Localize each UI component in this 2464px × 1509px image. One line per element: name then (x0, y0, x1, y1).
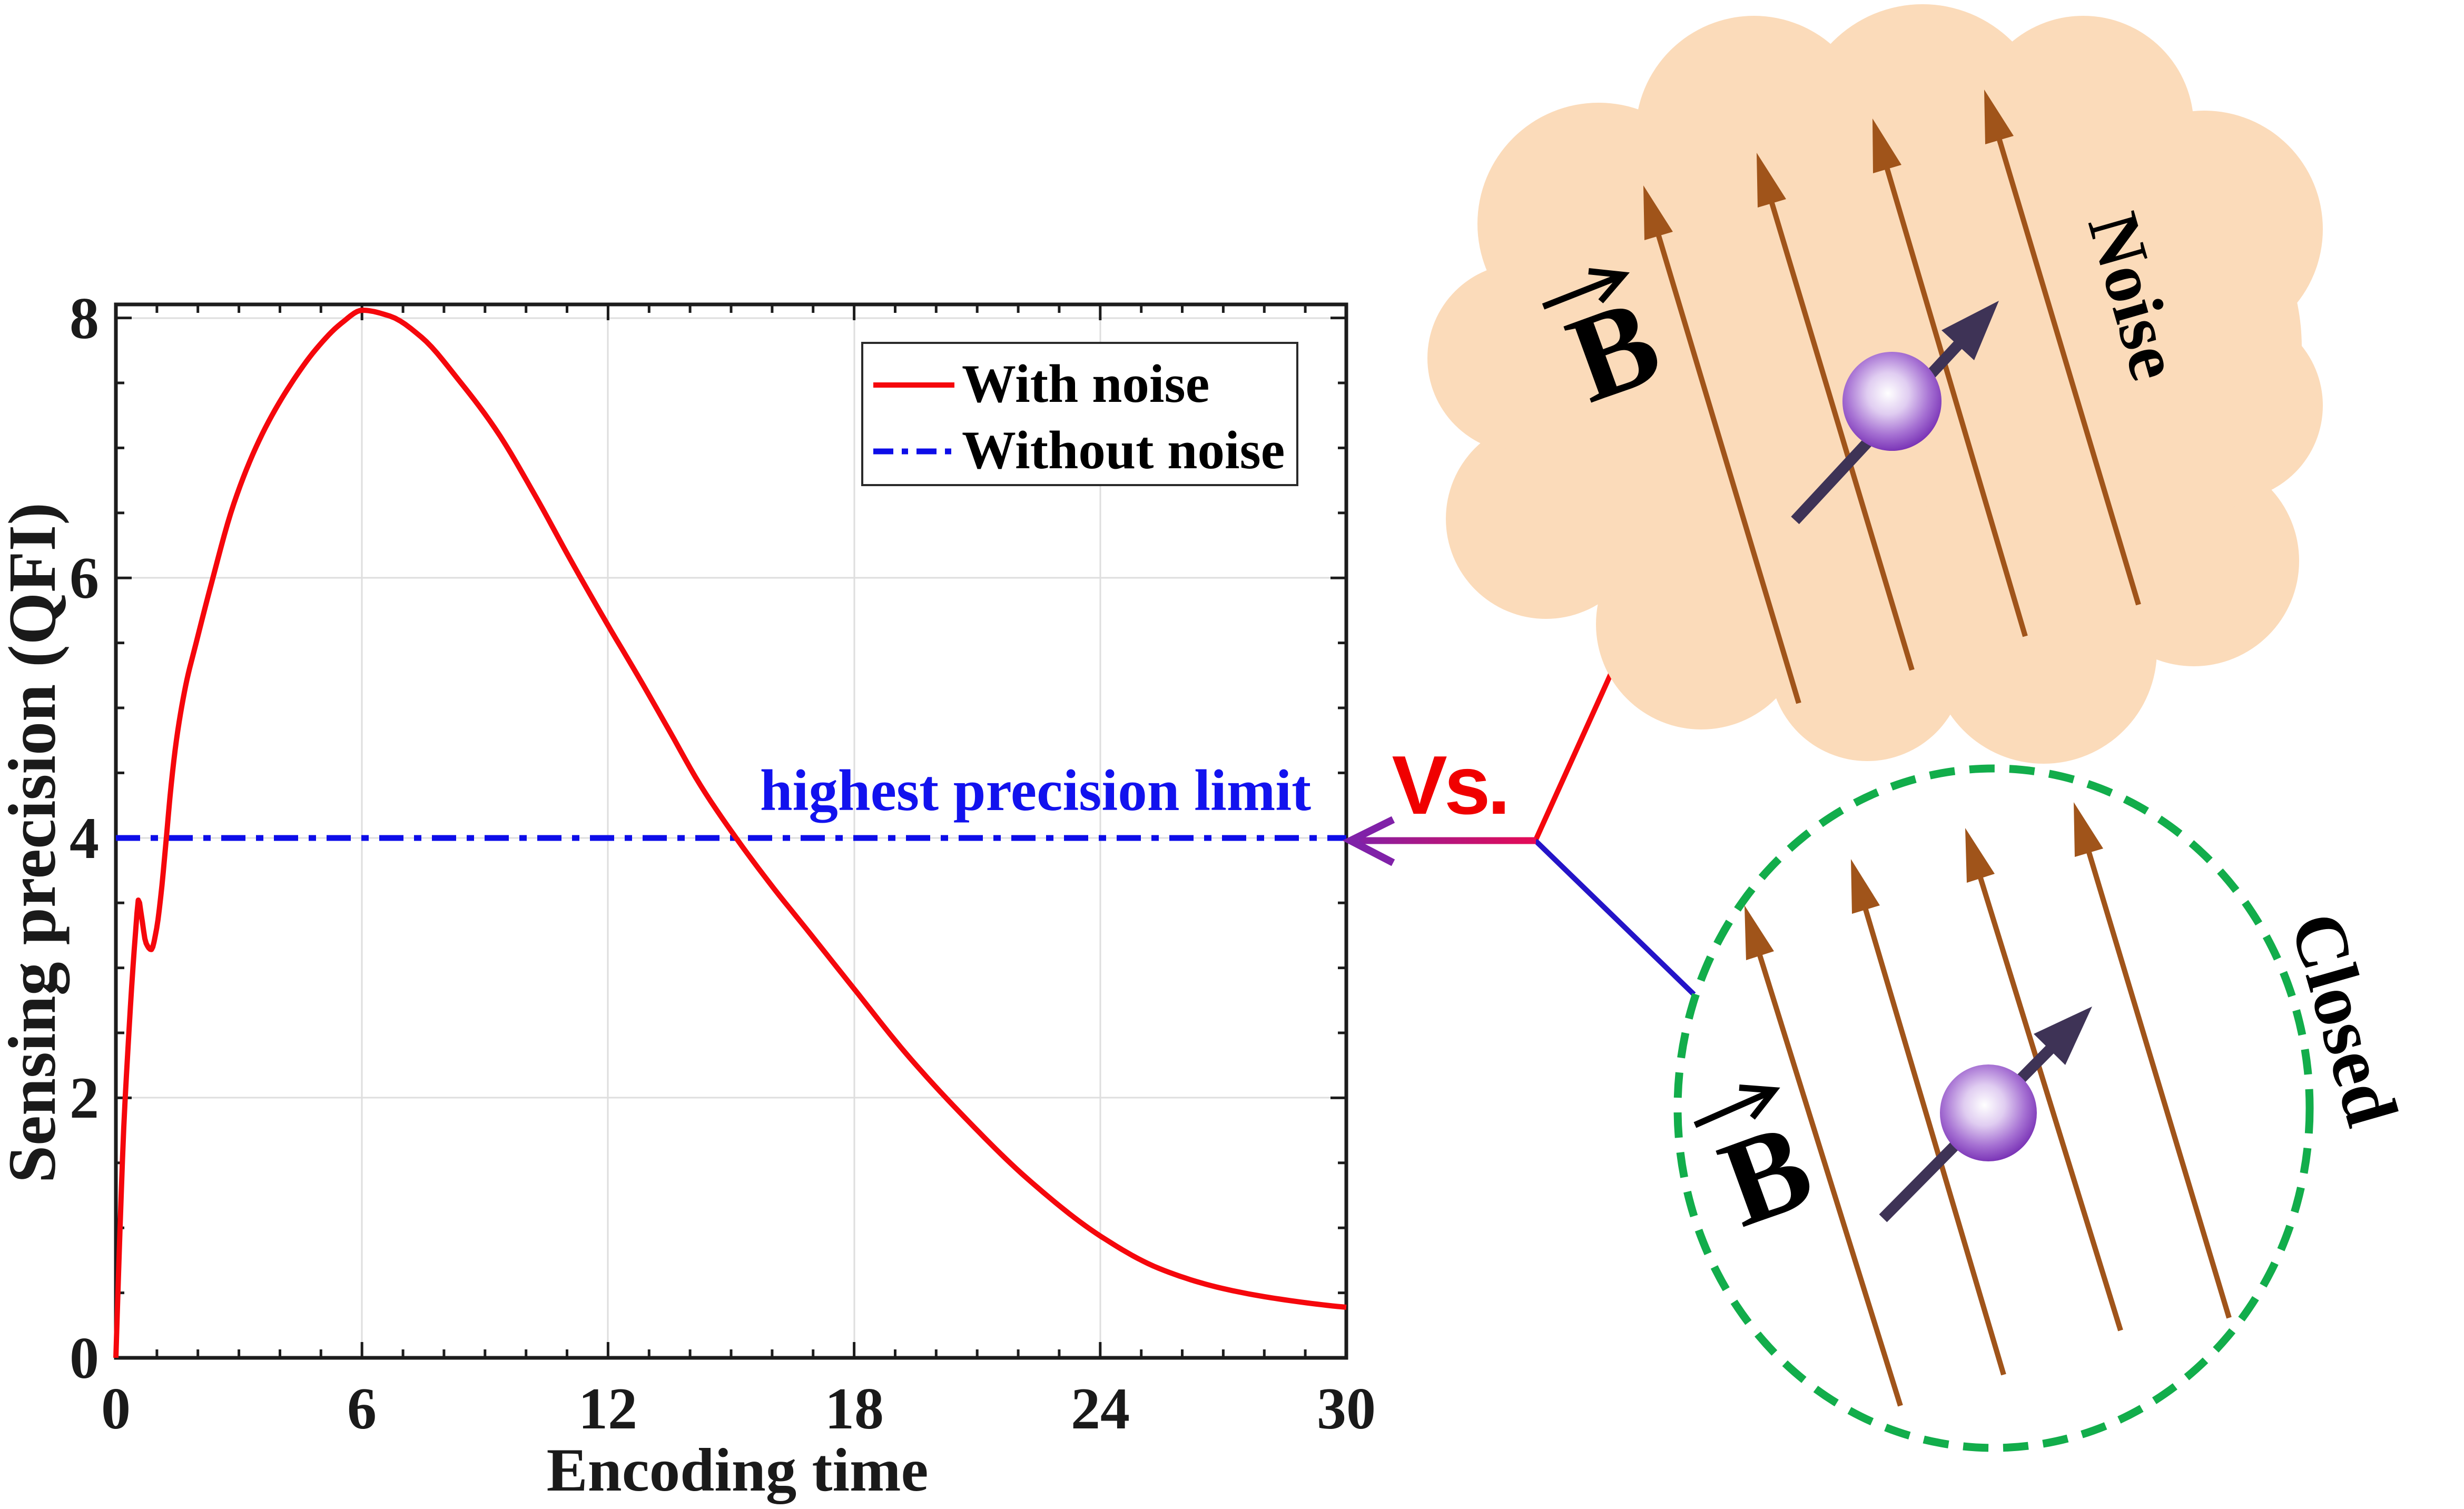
svg-text:12: 12 (578, 1376, 637, 1442)
svg-text:2: 2 (70, 1066, 99, 1131)
svg-text:6: 6 (70, 546, 99, 611)
svg-text:4: 4 (70, 806, 99, 871)
svg-text:Vs.: Vs. (1392, 739, 1507, 832)
svg-text:6: 6 (347, 1376, 377, 1442)
svg-text:With noise: With noise (962, 354, 1209, 414)
svg-text:Sensing precision (QFI): Sensing precision (QFI) (0, 502, 70, 1183)
svg-text:highest precision limit: highest precision limit (760, 758, 1311, 823)
svg-text:Without noise: Without noise (962, 420, 1285, 480)
svg-text:24: 24 (1071, 1376, 1130, 1442)
svg-text:30: 30 (1317, 1376, 1376, 1442)
svg-text:18: 18 (825, 1376, 884, 1442)
svg-text:0: 0 (101, 1376, 131, 1442)
svg-text:8: 8 (70, 286, 99, 351)
svg-text:Encoding time: Encoding time (547, 1436, 929, 1504)
svg-text:0: 0 (70, 1326, 99, 1391)
